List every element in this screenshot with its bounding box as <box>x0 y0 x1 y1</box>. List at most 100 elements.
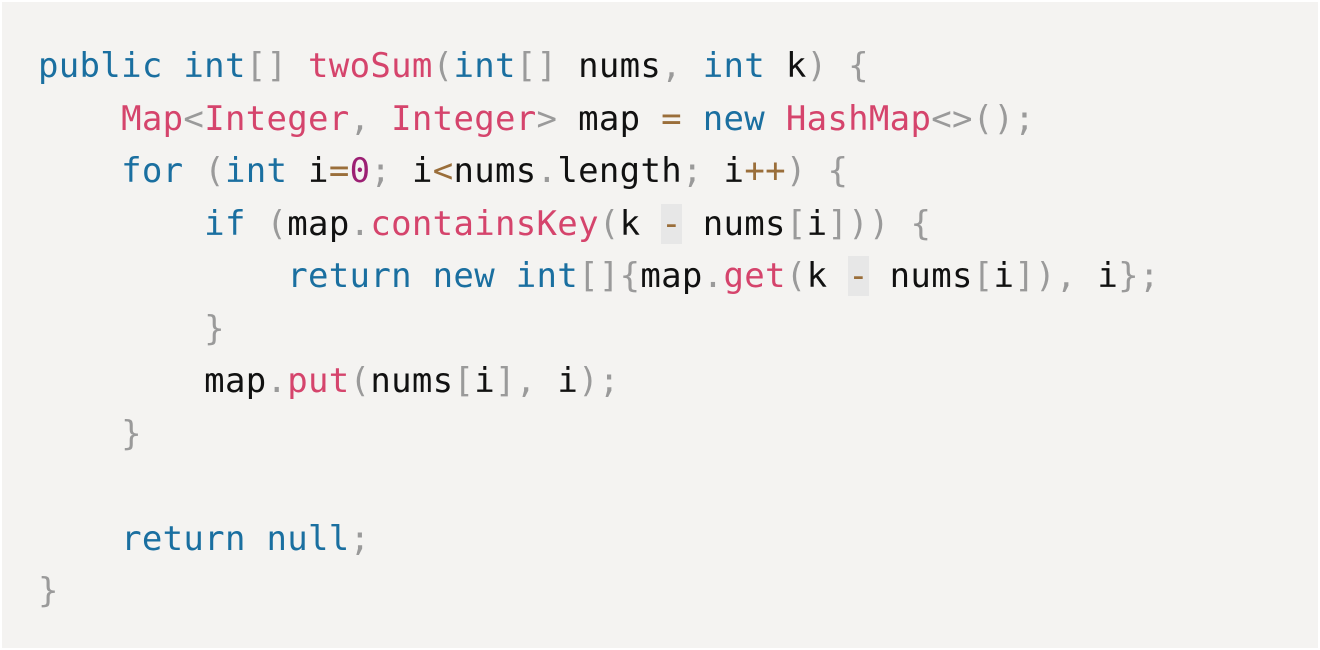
code-token <box>495 256 516 296</box>
code-token: i <box>806 203 828 244</box>
code-token: 0 <box>349 151 371 191</box>
code-token: return <box>287 256 412 296</box>
code-token: ], <box>495 361 537 401</box>
code-token <box>38 204 204 244</box>
code-token: int <box>702 46 766 86</box>
code-token: [] <box>245 46 288 86</box>
code-line: } <box>38 565 1160 618</box>
code-token: twoSum <box>308 46 433 86</box>
code-token: [] <box>515 46 558 86</box>
code-token: . <box>702 256 724 296</box>
code-token <box>765 99 786 139</box>
code-token: new <box>702 98 766 139</box>
code-token <box>163 46 184 86</box>
code-token: } <box>121 413 142 454</box>
code-token: null <box>266 518 350 559</box>
code-line: } <box>38 408 1160 461</box>
code-token: Integer <box>391 98 537 139</box>
code-token: ( <box>598 203 620 244</box>
code-token: return <box>121 518 246 559</box>
code-token: containsKey <box>370 203 599 244</box>
code-token: . <box>536 151 558 191</box>
code-line: Map<Integer, Integer> map = new HashMap<… <box>38 93 1160 146</box>
code-token: . <box>349 203 371 244</box>
code-token: ); <box>578 361 620 401</box>
code-token: ( <box>204 151 225 191</box>
code-token: - <box>661 203 682 244</box>
code-token: new <box>432 256 495 296</box>
code-token <box>183 151 204 191</box>
code-token: put <box>287 361 350 401</box>
code-token: HashMap <box>785 98 932 139</box>
code-token: i <box>536 361 579 401</box>
code-token: <>(); <box>931 98 1036 139</box>
code-token: ; <box>682 151 703 191</box>
code-line: return new int[]{map.get(k - nums[i]), i… <box>38 250 1160 303</box>
code-token <box>38 361 204 401</box>
code-token: k <box>619 203 662 244</box>
code-token: , <box>661 46 682 86</box>
code-token: nums <box>868 256 973 296</box>
code-token: i <box>702 151 745 191</box>
code-token <box>827 46 848 86</box>
code-token <box>370 99 391 139</box>
code-token: ( <box>349 361 371 401</box>
code-token: map <box>640 256 703 296</box>
code-line: ​ <box>38 460 1160 513</box>
code-token: nums <box>453 151 537 191</box>
code-token: nums <box>681 203 786 244</box>
code-token: int <box>515 256 579 296</box>
code-token: } <box>38 571 59 611</box>
code-token: int <box>183 46 246 86</box>
code-token <box>287 46 308 86</box>
code-token: ])) <box>827 203 890 244</box>
code-token: int <box>224 151 288 191</box>
code-token: ( <box>432 46 454 86</box>
code-token: int <box>453 46 516 86</box>
code-token: i <box>474 361 496 401</box>
code-token: map <box>557 98 662 139</box>
code-token: ; <box>370 151 392 191</box>
code-token <box>38 519 121 559</box>
code-token <box>38 414 121 454</box>
code-line: public int[] twoSum(int[] nums, int k) { <box>38 40 1160 93</box>
code-line: map.put(nums[i], i); <box>38 355 1160 408</box>
code-token: , <box>349 98 371 139</box>
code-token: map <box>287 203 350 244</box>
code-token: map <box>204 361 267 401</box>
code-token: nums <box>370 361 454 401</box>
code-token <box>890 204 911 244</box>
code-token: = <box>328 151 350 191</box>
code-token: ( <box>785 256 807 296</box>
code-token: { <box>827 151 849 191</box>
code-token: for <box>121 151 184 191</box>
code-token: ]), <box>1014 256 1077 296</box>
code-token: i <box>391 151 433 191</box>
code-token <box>682 46 703 86</box>
code-token: < <box>432 151 454 191</box>
code-token: [ <box>453 361 475 401</box>
code-token: Integer <box>204 98 350 139</box>
code-token: [ <box>785 203 807 244</box>
code-token <box>246 204 267 244</box>
code-token: }; <box>1118 256 1160 296</box>
code-line: } <box>38 303 1160 356</box>
code-token: = <box>661 98 682 139</box>
code-block[interactable]: public int[] twoSum(int[] nums, int k) {… <box>38 40 1160 618</box>
code-token: public <box>38 46 163 86</box>
code-token: ++ <box>744 151 786 191</box>
code-token: ( <box>266 203 288 244</box>
code-token: []{ <box>578 256 641 296</box>
code-token: k <box>806 256 849 296</box>
code-token: [ <box>972 256 994 296</box>
code-token <box>682 99 703 139</box>
code-token: { <box>910 203 932 244</box>
code-token: nums <box>557 46 662 86</box>
code-token: i <box>993 256 1015 296</box>
code-token: length <box>557 151 682 191</box>
code-token: i <box>1076 256 1119 296</box>
code-token: get <box>723 256 786 296</box>
code-token <box>38 99 121 139</box>
code-token: < <box>183 98 205 139</box>
